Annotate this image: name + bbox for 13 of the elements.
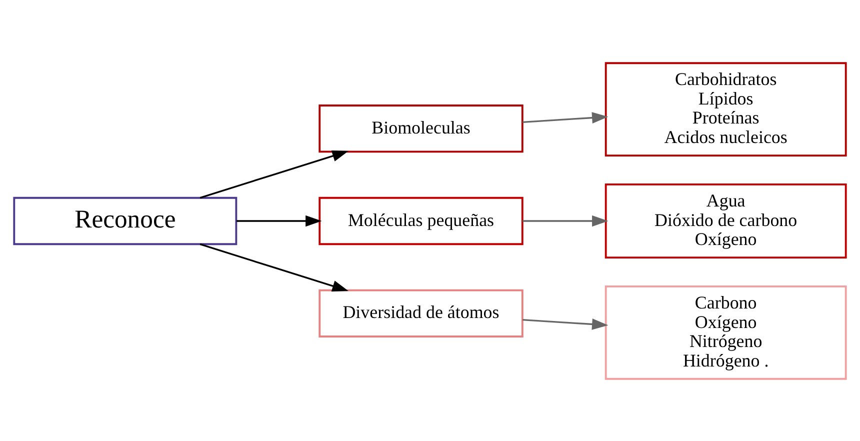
arrow — [200, 150, 348, 198]
arrow — [522, 318, 608, 330]
node-box: Biomoleculas — [318, 104, 524, 152]
node-box: Moléculas pequeñas — [318, 196, 524, 245]
arrow — [522, 214, 608, 226]
arrow — [236, 214, 322, 226]
arrow — [522, 112, 608, 123]
node-box: Reconoce — [13, 196, 238, 245]
arrow — [200, 242, 348, 291]
node-box: Carbono Oxígeno Nitrógeno Hidrógeno . — [604, 285, 847, 380]
node-box: Diversidad de átomos — [318, 288, 524, 337]
node-box: Carbohidratos Lípidos Proteínas Acidos nucleicos — [604, 62, 847, 156]
node-box: Agua Dióxido de carbono Oxígeno — [604, 182, 847, 258]
